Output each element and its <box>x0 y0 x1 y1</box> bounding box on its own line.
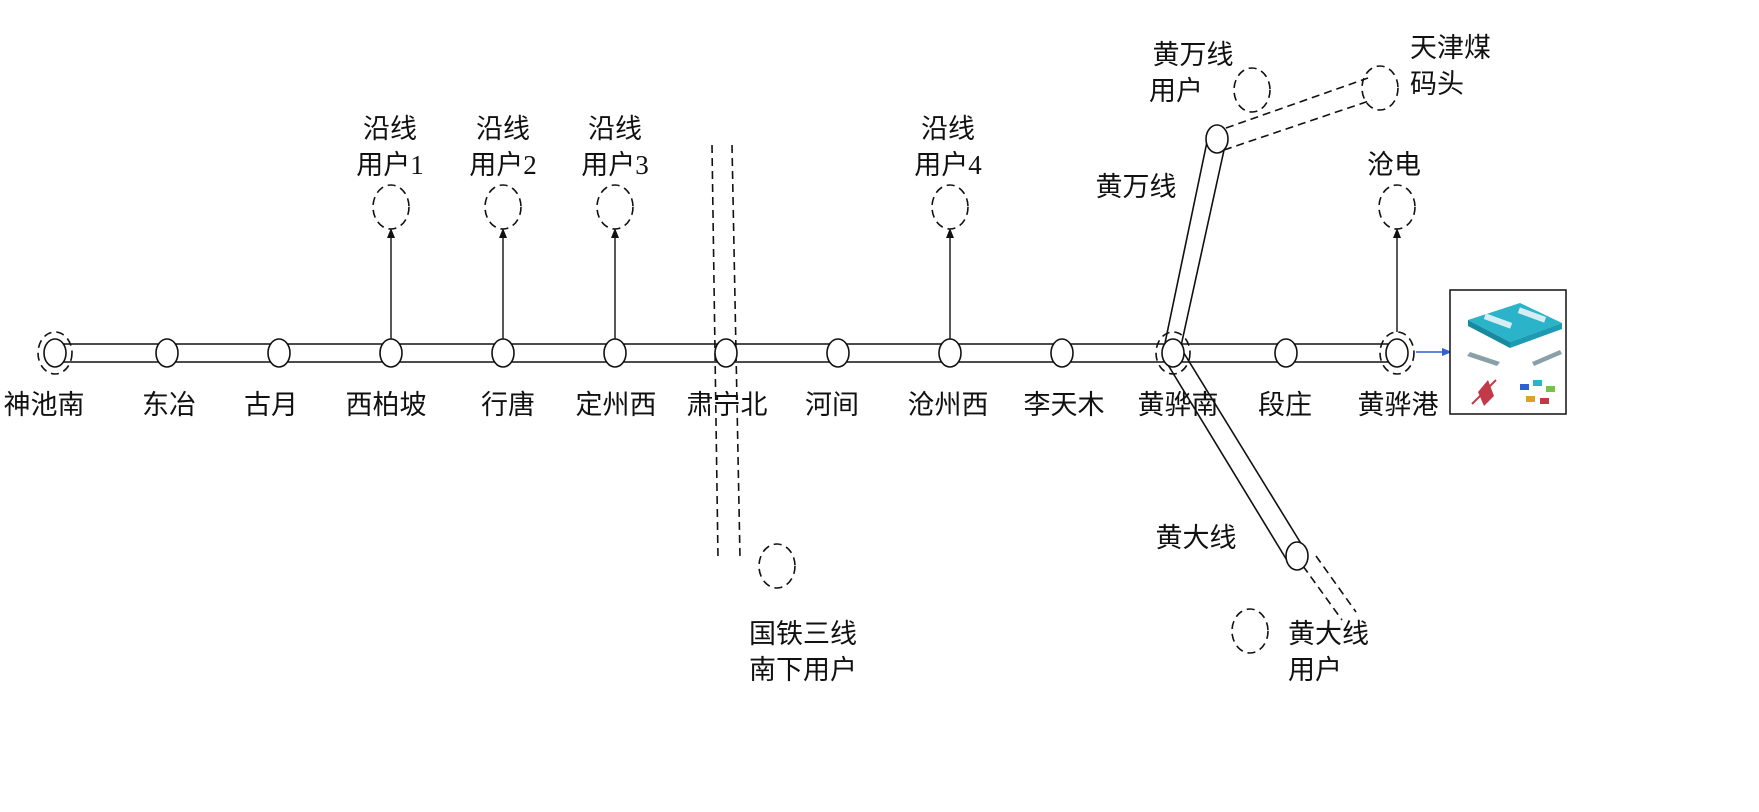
shenchinan-outer-ring <box>37 331 73 375</box>
cangdian-label: 沧电 <box>1367 150 1421 180</box>
station-label-xibaipo: 西柏坡 <box>346 390 427 420</box>
arrow-head-icon <box>499 228 507 238</box>
huangwan-user-node <box>1233 67 1271 113</box>
huangda-junction-node <box>1285 541 1309 571</box>
arrow-head-icon <box>387 228 395 238</box>
station-label-dingzhouxi: 定州西 <box>576 390 657 420</box>
station-node-xingtang <box>491 338 515 368</box>
huangwan-junction-node <box>1205 124 1229 154</box>
station-node-huanghuanan <box>1161 338 1185 368</box>
user3-label-line2: 用户3 <box>581 150 649 180</box>
arrow-head-icon <box>611 228 619 238</box>
tianjin-label-line2: 码头 <box>1410 69 1464 99</box>
station-label-huanghuagang: 黄骅港 <box>1358 390 1439 420</box>
user2-label-line2: 用户2 <box>469 150 537 180</box>
station-label-guyue: 古月 <box>244 390 298 420</box>
station-node-cangzhouxi <box>938 338 962 368</box>
station-node-huanghuagang <box>1385 338 1409 368</box>
station-label-suningbei: 肃宁北 <box>687 390 768 420</box>
station-label-litianmu: 李天木 <box>1024 390 1105 420</box>
user-labels: 沿线 用户1 沿线 用户2 沿线 用户3 沿线 用户4 沧电 黄万线 用户 天津… <box>356 33 1491 685</box>
user1-label-line2: 用户1 <box>356 150 424 180</box>
huangwan-branch <box>1164 77 1373 347</box>
huangwan-user-label-line2: 用户 <box>1149 76 1203 106</box>
arrow-head-icon <box>1393 228 1401 238</box>
station-label-hejian: 河间 <box>805 390 859 420</box>
huangwan-user-label-line1: 黄万线 <box>1153 40 1234 70</box>
user2-label-line1: 沿线 <box>476 114 530 144</box>
user-node-2 <box>484 184 522 230</box>
huangda-branch <box>1164 349 1357 621</box>
user4-label-line1: 沿线 <box>921 114 975 144</box>
guotie-label-line1: 国铁三线 <box>749 619 857 649</box>
arrow-head-icon <box>946 228 954 238</box>
station-node-duanzhuang <box>1274 338 1298 368</box>
station-label-dongye: 东冶 <box>142 390 196 420</box>
huanghuagang-outer-ring <box>1379 331 1415 375</box>
cangdian-node <box>1378 184 1416 230</box>
station-node-dongye <box>155 338 179 368</box>
huangda-user-label-line2: 用户 <box>1288 655 1342 685</box>
user-arrows <box>387 228 1401 339</box>
station-label-cangzhouxi: 沧州西 <box>908 390 989 420</box>
station-label-huanghuanan: 黄骅南 <box>1138 390 1219 420</box>
station-node-dingzhouxi <box>603 338 627 368</box>
station-node-litianmu <box>1050 338 1074 368</box>
tianjin-node <box>1361 65 1399 111</box>
station-node-guyue <box>267 338 291 368</box>
port-arrow <box>1416 348 1452 356</box>
huangda-user-node <box>1231 608 1269 654</box>
station-label-duanzhuang: 段庄 <box>1258 390 1312 420</box>
huangda-branch-label: 黄大线 <box>1156 523 1237 553</box>
station-node-hejian <box>826 338 850 368</box>
branch-labels: 黄万线 黄大线 <box>1096 172 1237 553</box>
huangda-user-label-line1: 黄大线 <box>1288 619 1369 649</box>
user-node-1 <box>372 184 410 230</box>
railway-network-diagram: 神池南 东冶 古月 西柏坡 行唐 定州西 肃宁北 河间 沧州西 李天木 黄骅南 … <box>4 33 1567 685</box>
station-label-xingtang: 行唐 <box>481 390 535 420</box>
guotie-label-line2: 南下用户 <box>749 655 857 685</box>
user-node-3 <box>596 184 634 230</box>
tianjin-label-line1: 天津煤 <box>1410 33 1491 63</box>
user1-label-line1: 沿线 <box>363 114 417 144</box>
huangwan-branch-label: 黄万线 <box>1096 172 1177 202</box>
huanghuanan-outer-ring <box>1155 331 1191 375</box>
station-node-xibaipo <box>379 338 403 368</box>
guotie-user-node <box>758 543 796 589</box>
station-nodes <box>37 331 1415 375</box>
arrow-head-icon <box>1442 348 1452 356</box>
guotie-line <box>711 144 741 559</box>
station-labels: 神池南 东冶 古月 西柏坡 行唐 定州西 肃宁北 河间 沧州西 李天木 黄骅南 … <box>4 390 1439 420</box>
port-terminal-icon <box>1449 289 1567 415</box>
user-node-4 <box>931 184 969 230</box>
user4-label-line2: 用户4 <box>914 150 982 180</box>
user3-label-line1: 沿线 <box>588 114 642 144</box>
station-node-shenchinan <box>43 338 67 368</box>
station-node-suningbei <box>714 338 738 368</box>
station-label-shenchinan: 神池南 <box>4 390 85 420</box>
user-nodes <box>372 65 1416 654</box>
